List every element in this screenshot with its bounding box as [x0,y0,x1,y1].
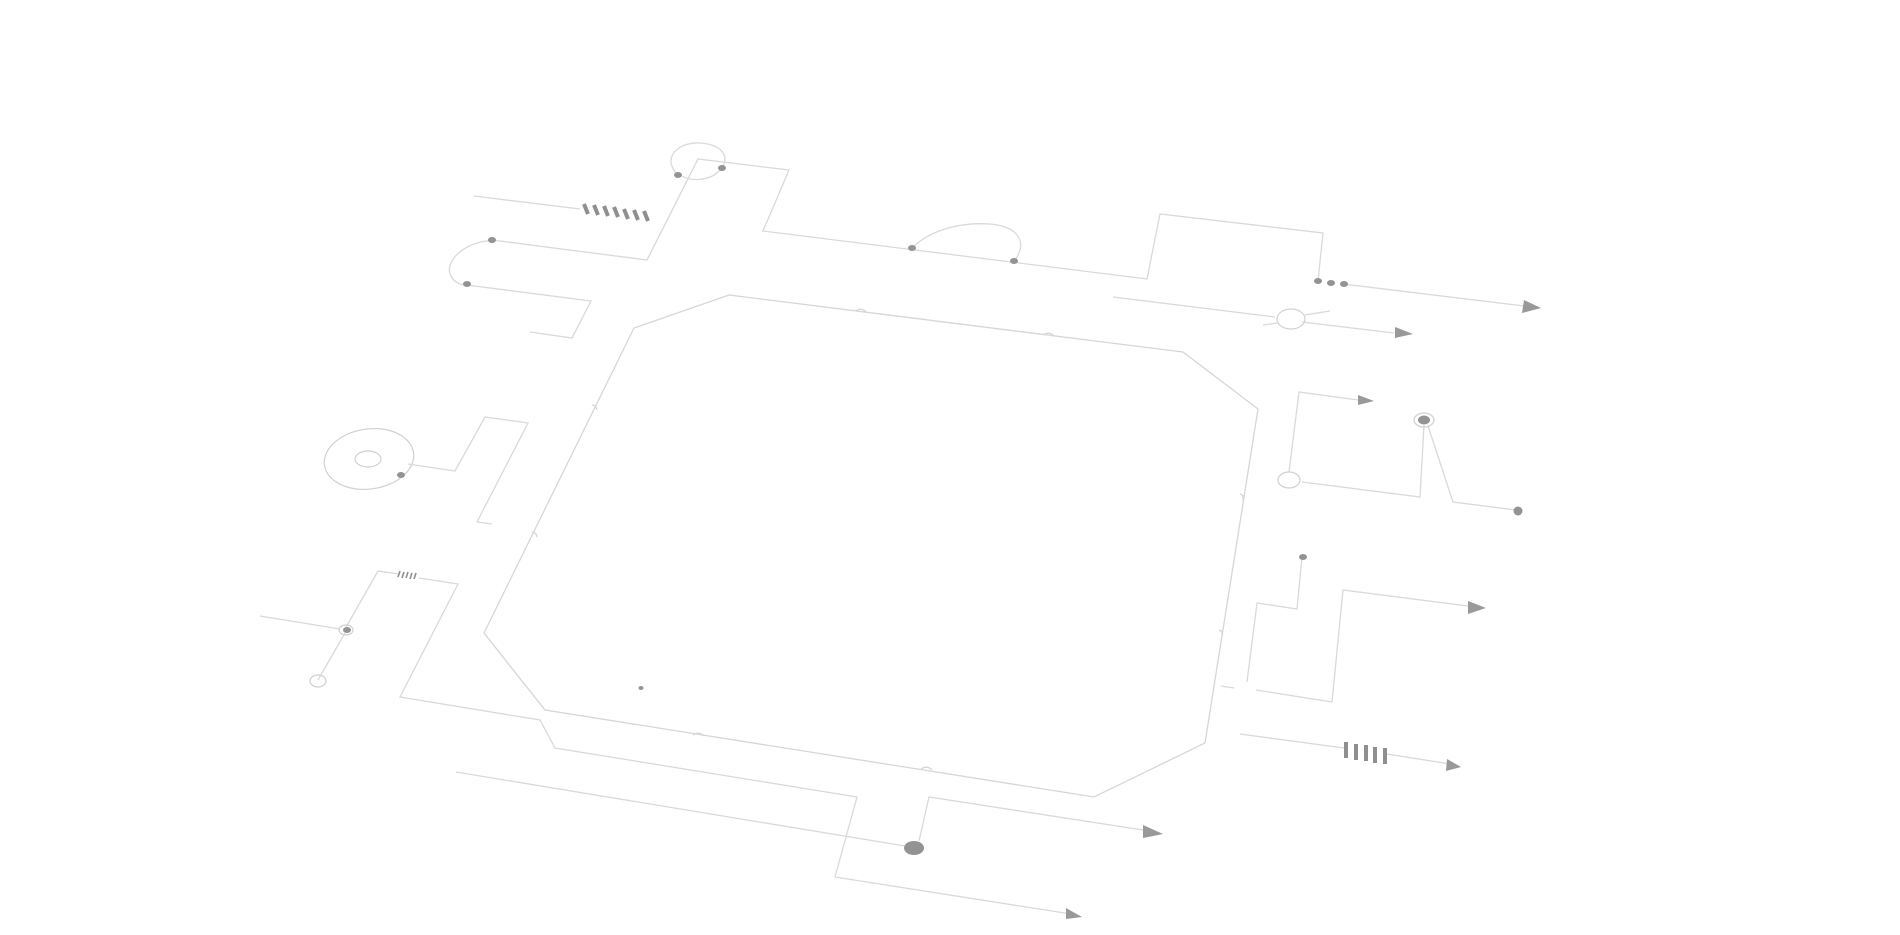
arrowhead-right-1 [1358,395,1374,405]
arrowhead-bottom-1 [1143,825,1163,838]
arrowhead-top-right-1 [1522,300,1541,313]
arrowhead-top-right-2 [1395,327,1413,338]
connection-nodes [343,165,1523,855]
chip-outline [483,294,1259,798]
trace-right [1220,391,1517,765]
arrowheads [1066,300,1541,919]
arrowhead-right-2 [1468,601,1486,614]
trace-left [259,416,1144,915]
hatch-marker-right [1344,742,1387,764]
arrowhead-bottom-2 [1066,908,1082,919]
trace-top-right [1112,283,1525,334]
arrowhead-right-3 [1446,759,1461,771]
trace-top-left [448,142,1324,339]
hatch-marker-left [397,570,417,580]
hatch-marker-top-left [582,203,650,222]
